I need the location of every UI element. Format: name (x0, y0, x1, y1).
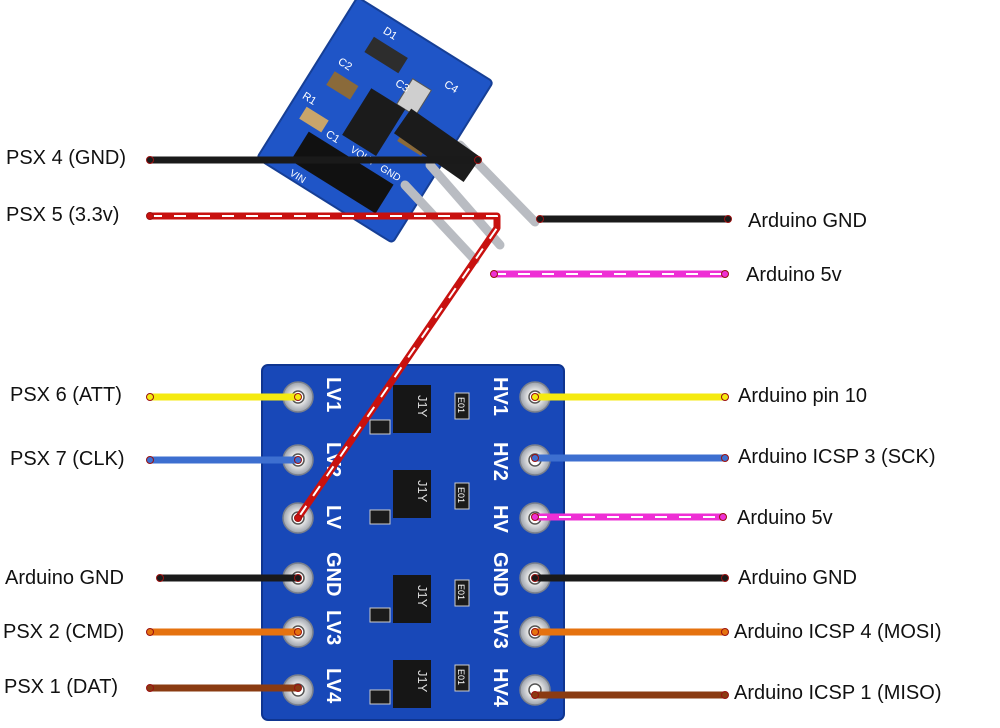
pin-label-lv-gnd: GND (322, 552, 344, 596)
label-reg-arduino-5v: Arduino 5v (746, 264, 842, 286)
resistor-label-2: E01 (456, 487, 466, 503)
regulator-header (393, 108, 481, 182)
label-psx4-gnd: PSX 4 (GND) (6, 147, 127, 169)
label-arduino-pin10: Arduino pin 10 (738, 385, 867, 407)
resistor-1b (454, 392, 470, 420)
resistor-2b (454, 482, 470, 510)
chip-label-2: J1Y (415, 480, 430, 503)
pin-label-hv4: HV4 (489, 668, 511, 708)
pin-label-hv-gnd: GND (489, 552, 511, 596)
wire-psx6-att (146, 393, 302, 401)
wire-icsp1 (531, 691, 729, 699)
label-reg-arduino-gnd: Arduino GND (748, 210, 867, 232)
label-arduino-icsp4: Arduino ICSP 4 (MOSI) (734, 621, 942, 643)
resistor-4b (454, 664, 470, 692)
label-psx7-clk: PSX 7 (CLK) (10, 448, 125, 470)
level-shifter-board: J1Y J1Y J1Y J1Y E01 E01 E01 E01 LV1 LV2 … (261, 364, 565, 721)
resistor-4a (369, 689, 391, 705)
pin-label-hv1: HV1 (489, 377, 511, 416)
mosfet-chip-4 (393, 660, 431, 708)
mosfet-chip-2 (393, 470, 431, 518)
label-left-arduino-gnd: Arduino GND (5, 567, 124, 589)
regulator-pin-vout (425, 160, 505, 250)
wire-icsp3 (531, 454, 729, 462)
label-psx2-cmd: PSX 2 (CMD) (3, 621, 125, 643)
pin-label-lv1: LV1 (322, 377, 344, 412)
mosfet-chip-1 (393, 385, 431, 433)
pin-label-hv: HV (489, 505, 511, 533)
pin-label-lv: LV (322, 505, 344, 530)
label-arduino-icsp3: Arduino ICSP 3 (SCK) (738, 446, 936, 468)
label-hv-arduino-5v: Arduino 5v (737, 507, 833, 529)
wire-left-gnd (156, 574, 302, 582)
label-psx1-dat: PSX 1 (DAT) (4, 676, 119, 698)
mosfet-chip-3 (393, 575, 431, 623)
regulator-pin-vin (400, 180, 480, 265)
level-shifter-pcb (261, 364, 565, 721)
wire-psx2-cmd (146, 628, 302, 636)
pin-label-hv2: HV2 (489, 442, 511, 481)
label-right-arduino-gnd: Arduino GND (738, 567, 857, 589)
wire-reg-gnd (536, 215, 732, 223)
chip-label-1: J1Y (415, 395, 430, 418)
pin-label-hv3: HV3 (489, 610, 511, 649)
chip-label-4: J1Y (415, 670, 430, 693)
label-psx5-3v3: PSX 5 (3.3v) (6, 204, 120, 226)
wire-psx4-gnd (146, 156, 482, 164)
chip-label-3: J1Y (415, 585, 430, 608)
wire-pin10 (531, 393, 729, 401)
pad-hv3 (519, 616, 551, 648)
pin-label-lv4: LV4 (322, 668, 344, 704)
resistor-label-3: E01 (456, 584, 466, 600)
pad-hv4 (519, 674, 551, 706)
wire-psx7-clk (146, 456, 302, 464)
resistor-1a (369, 419, 391, 435)
wire-icsp4 (531, 628, 729, 636)
wire-psx1-dat (146, 684, 302, 692)
label-arduino-icsp1: Arduino ICSP 1 (MISO) (734, 682, 942, 704)
resistor-3a (369, 607, 391, 623)
voltage-regulator-module: D1 C4 C3 C2 R1 C1 VOUT GND VIN (257, 0, 540, 265)
resistor-label-4: E01 (456, 669, 466, 685)
resistor-2a (369, 509, 391, 525)
wires (146, 156, 732, 699)
pin-label-lv2: LV2 (322, 442, 344, 477)
resistor-label-1: E01 (456, 397, 466, 413)
wire-psx5-3v3 (146, 212, 501, 522)
wire-hv-5v (531, 513, 727, 521)
label-psx6-att: PSX 6 (ATT) (10, 384, 122, 406)
wire-reg-5v (490, 270, 729, 278)
resistor-3b (454, 579, 470, 607)
wire-right-gnd (531, 574, 729, 582)
pin-label-lv3: LV3 (322, 610, 344, 645)
